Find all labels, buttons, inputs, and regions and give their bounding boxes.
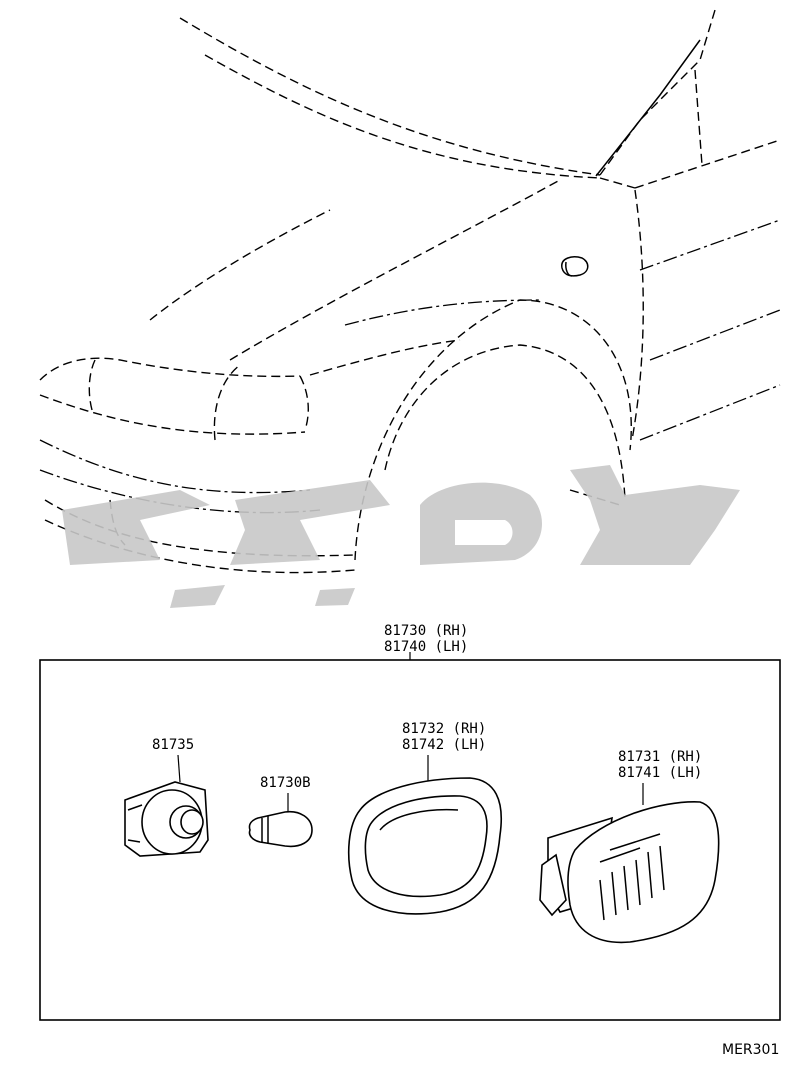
part-lens-label-rh: 81731 (RH) (618, 749, 702, 765)
part-socket-label: 81735 (152, 737, 194, 753)
part-socket: 81735 (124, 737, 209, 857)
part-bulb: 81730B (248, 775, 313, 848)
part-gasket-label-rh: 81732 (RH) (402, 721, 486, 737)
drawing-code: MER301 (722, 1042, 779, 1058)
car-outline (39, 9, 781, 574)
part-lens-label-lh: 81741 (LH) (618, 765, 702, 781)
part-lens: 81731 (RH) 81741 (LH) (539, 749, 720, 944)
watermark-logo-icon (62, 465, 740, 608)
box-label-lh: 81740 (LH) (384, 639, 468, 655)
lens-ridges (599, 833, 665, 921)
part-gasket-label-lh: 81742 (LH) (402, 737, 486, 753)
part-bulb-label: 81730B (260, 775, 311, 791)
assembly-box (39, 659, 781, 1021)
box-label-rh: 81730 (RH) (384, 623, 468, 639)
part-gasket: 81732 (RH) 81742 (LH) (347, 721, 502, 915)
